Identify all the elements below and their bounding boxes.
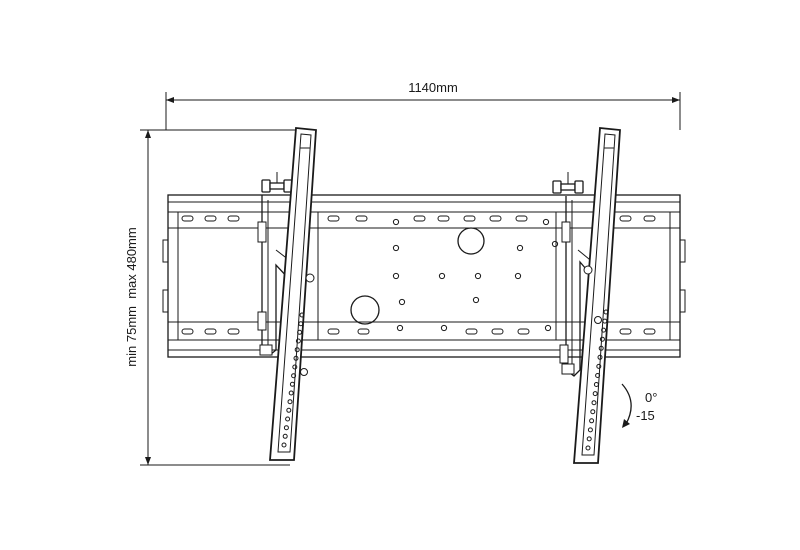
arm-hole (585, 445, 591, 451)
large-hole-upper (457, 227, 485, 255)
height-arrow-bottom (145, 457, 151, 465)
arm-hole (599, 336, 605, 342)
arm-hole (293, 355, 299, 361)
arm-hole (282, 433, 288, 439)
height-label: min 75mm max 480mm (124, 227, 139, 366)
arm-hole (593, 382, 599, 387)
arm-hole (291, 373, 297, 379)
width-dimension: 1140mm (165, 80, 681, 130)
arm-hole (295, 338, 301, 344)
arm-hole (288, 390, 294, 396)
right-bolt (583, 265, 593, 275)
right-adjust-knob-icon (552, 172, 584, 194)
arm-hole (298, 321, 304, 327)
arm-hole (587, 427, 593, 433)
arm-hole (591, 400, 597, 406)
arm-hole (281, 442, 287, 448)
width-arrow-right (672, 97, 680, 103)
arm-hole (292, 364, 298, 370)
arm-hole (596, 363, 602, 369)
height-dimension: min 75mm max 480mm (124, 129, 300, 466)
tilt-upper-label: 0° (645, 390, 657, 405)
height-arrow-top (145, 130, 151, 138)
arm-hole (602, 318, 608, 324)
arm-hole (289, 381, 295, 387)
arm-hole (590, 409, 596, 415)
bottom-rail-slots (181, 328, 656, 335)
left-bolt (305, 273, 315, 283)
arm-hole (595, 373, 601, 378)
arm-hole (297, 329, 303, 335)
tilt-indicator: 0° -15 (621, 383, 657, 428)
arm-hole (294, 347, 300, 353)
left-tilt-bracket (257, 127, 317, 461)
right-linkage (565, 196, 593, 377)
right-arm-holes (585, 309, 609, 451)
arm-hole (603, 309, 609, 315)
left-arm-holes (281, 312, 305, 448)
arm-hole (285, 416, 291, 422)
arm-hole (586, 436, 592, 442)
right-arm (573, 127, 621, 464)
width-label: 1140mm (408, 80, 458, 95)
arm-hole (287, 399, 293, 405)
arm-hole (286, 407, 292, 413)
large-hole-lower (350, 295, 380, 325)
arm-hole (283, 425, 289, 431)
right-tilt-bracket (552, 127, 621, 464)
top-rail-slots (181, 215, 656, 222)
tilt-lower-label: -15 (636, 408, 655, 423)
arm-hole (598, 345, 604, 351)
tilt-arrow-icon (621, 383, 632, 425)
left-adjust-knob-icon (261, 172, 293, 193)
arm-hole (299, 312, 305, 318)
arm-hole (597, 354, 603, 360)
center-plate (317, 211, 557, 341)
mounting-holes (392, 218, 559, 332)
arm-hole (589, 418, 595, 424)
arm-hole (601, 327, 607, 333)
width-arrow-left (166, 97, 174, 103)
wall-plate-outline (167, 194, 681, 358)
arm-hole (592, 391, 598, 397)
left-arm (269, 127, 317, 461)
